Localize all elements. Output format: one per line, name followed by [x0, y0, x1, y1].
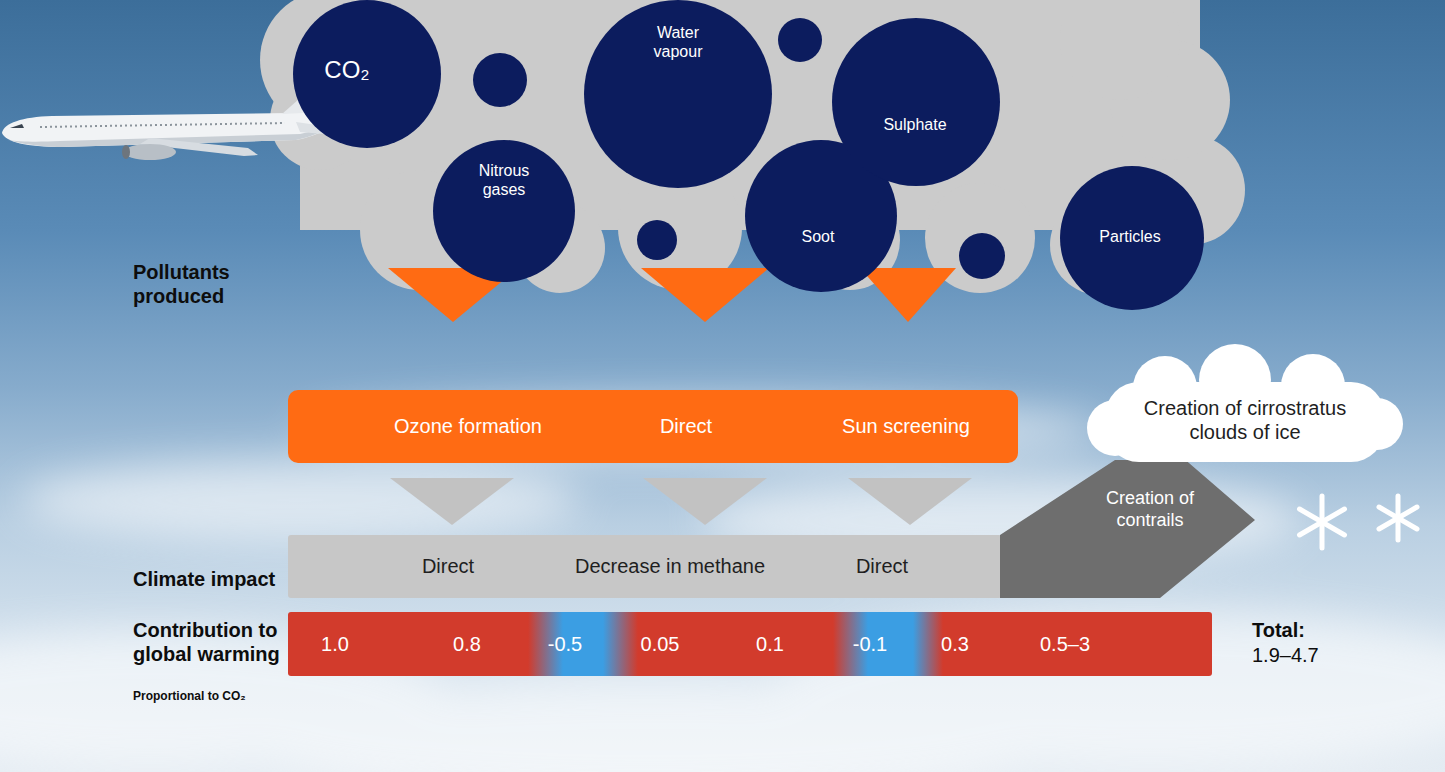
circle-fill [293, 0, 441, 148]
row-heading-box: Contribution to global warming [133, 618, 303, 666]
pollutant-circle: Water vapour [584, 0, 772, 188]
warming-band-text-box: -0.1 [853, 632, 887, 656]
contrail-arrow-text-box: Creation of contrails [1100, 488, 1200, 531]
mechanism-band-text: Ozone formation [394, 414, 542, 438]
particle-dot [637, 220, 677, 260]
warming-band-text: 0.05 [641, 632, 680, 656]
pollutant-circle-outline [433, 140, 575, 282]
engine-intake [122, 145, 130, 159]
ice-cloud: Creation of cirrostratus clouds of ice [1085, 350, 1405, 468]
pollutant-circle-text: CO₂ [324, 56, 369, 85]
down-triangle [860, 268, 956, 322]
warming-band-text: 0.5–3 [1040, 632, 1090, 656]
cloud-body [1105, 382, 1385, 462]
pollutant-circle-text-box: Water vapour [636, 23, 720, 61]
particle-dot [959, 233, 1005, 279]
warming-band-text-box: 0.05 [641, 632, 680, 656]
down-triangle [390, 478, 514, 525]
pollutant-circle: CO₂ [293, 0, 441, 148]
particle-dot [778, 18, 822, 62]
circle-fill [433, 140, 575, 282]
warming-band-text-box: 0.3 [941, 632, 969, 656]
windows [40, 123, 285, 127]
ice-cloud-text-box: Creation of cirrostratus clouds of ice [1125, 396, 1365, 444]
row-note: Proportional to CO₂ [133, 689, 303, 703]
snowflake-arm [1379, 507, 1417, 529]
pollutant-circle-text: Nitrous gases [462, 161, 546, 199]
total-value-box: 1.9–4.7 [1252, 643, 1372, 667]
pollutant-circle-outline [832, 18, 1000, 186]
snowflake-arm [1300, 509, 1345, 535]
row-heading: Pollutants produced [133, 260, 283, 308]
pollutant-circle-text: Sulphate [883, 115, 946, 134]
circle-fill [584, 0, 772, 188]
mechanism-band-text: Direct [660, 414, 712, 438]
down-triangle [643, 478, 767, 525]
pollutant-circle-text-box: Sulphate [883, 115, 946, 134]
pollutant-circle-text-box: Particles [1099, 227, 1160, 246]
mechanism-band-text-box: Sun screening [842, 414, 970, 438]
engine [124, 144, 176, 160]
circle-fill [832, 18, 1000, 186]
snowflake-arm [1300, 509, 1345, 535]
orange-pointers [388, 268, 956, 322]
warming-band-text-box: 0.1 [756, 632, 784, 656]
warming-band-text: -0.5 [548, 632, 582, 656]
mechanism-band: Ozone formation Direct Sun screening [288, 390, 1018, 463]
row-heading: Climate impact [133, 567, 333, 591]
cloud-fill [1087, 344, 1403, 462]
particle-dot [473, 53, 527, 107]
mechanism-band-text: Sun screening [842, 414, 970, 438]
impact-band-text: Direct [422, 554, 474, 578]
impact-band-text-box: Direct [422, 554, 474, 578]
warming-band-text-box: 1.0 [321, 632, 349, 656]
total-label: Total: [1252, 618, 1372, 642]
impact-band-text-box: Decrease in methane [575, 554, 765, 578]
down-triangle [848, 478, 972, 525]
cloud-part [1060, 0, 1180, 100]
pollutant-circle: Sulphate [832, 18, 1000, 186]
pollutant-circle-text: Water vapour [636, 23, 720, 61]
warming-band-text: 1.0 [321, 632, 349, 656]
pollutant-circle-text-box: CO₂ [324, 56, 369, 85]
row-note-box: Proportional to CO₂ [133, 689, 303, 703]
impact-band-text-box: Direct [856, 554, 908, 578]
mechanism-band-text-box: Ozone formation [394, 414, 542, 438]
mechanism-band-text-box: Direct [660, 414, 712, 438]
pollutant-circle-text: Soot [802, 227, 835, 246]
impact-band-text: Decrease in methane [575, 554, 765, 578]
down-triangle [641, 268, 769, 322]
warming-band-text: 0.3 [941, 632, 969, 656]
total-value: 1.9–4.7 [1252, 643, 1372, 667]
sky-cloud [20, 460, 580, 540]
impact-band-text: Direct [856, 554, 908, 578]
cockpit [10, 124, 24, 128]
warming-band-text-box: -0.5 [548, 632, 582, 656]
warming-band-text: -0.1 [853, 632, 887, 656]
snowflake-arm [1379, 507, 1417, 529]
total-label-box: Total: [1252, 618, 1372, 642]
warming-band-text: 0.8 [453, 632, 481, 656]
contrail-arrow-text: Creation of contrails [1100, 488, 1200, 531]
circle-fill [1060, 166, 1204, 310]
snowflake-icon [1300, 496, 1418, 548]
pollutant-circle-text-box: Soot [802, 227, 835, 246]
row-heading: Contribution to global warming [133, 618, 303, 666]
pollutant-circle: Particles [1060, 166, 1204, 310]
pollutant-circle-text-box: Nitrous gases [462, 161, 546, 199]
grey-pointers [390, 478, 972, 525]
pollutant-circle-text: Particles [1099, 227, 1160, 246]
row-heading-box: Climate impact [133, 567, 333, 591]
warming-band: 1.0 0.8 -0.5 0.05 0.1 -0.1 0.3 0.5–3 [288, 612, 1212, 676]
warming-band-text-box: 0.8 [453, 632, 481, 656]
row-heading-box: Pollutants produced [133, 260, 283, 308]
pollutant-circle: Nitrous gases [433, 140, 575, 282]
warming-band-text: 0.1 [756, 632, 784, 656]
impact-band: Direct Decrease in methane Direct [288, 535, 1002, 598]
ice-cloud-text: Creation of cirrostratus clouds of ice [1125, 396, 1365, 444]
warming-band-text-box: 0.5–3 [1040, 632, 1090, 656]
